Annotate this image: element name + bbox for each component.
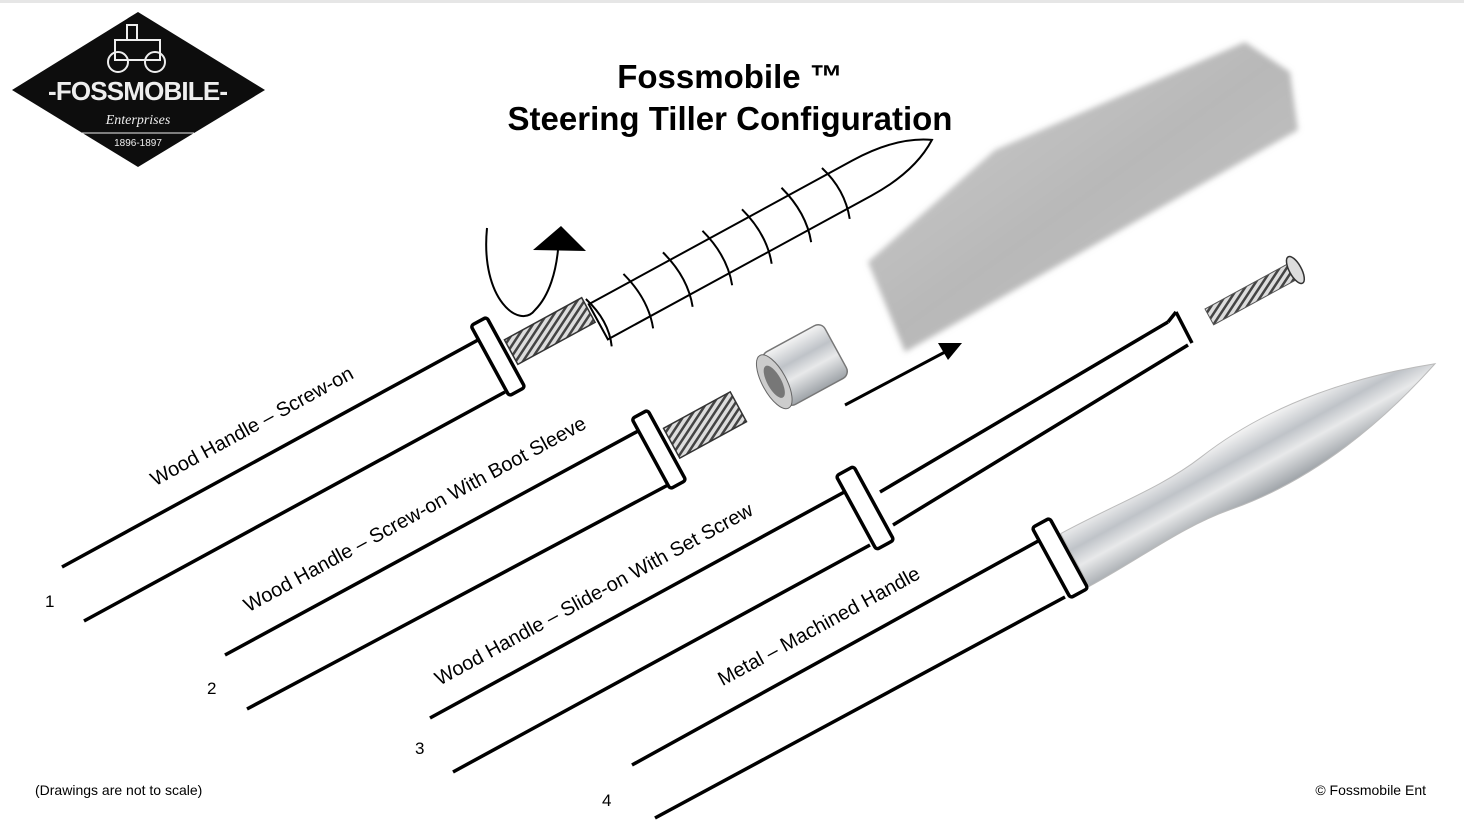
fossmobile-logo: -FOSSMOBILE- Enterprises 1896-1897 xyxy=(12,12,265,167)
set-screw xyxy=(1204,255,1306,326)
wood-screw xyxy=(585,138,934,347)
tiller-option-4 xyxy=(631,538,1066,820)
svg-text:Enterprises: Enterprises xyxy=(105,113,171,128)
metal-handle xyxy=(1059,363,1437,588)
metal-handle-collar xyxy=(1031,517,1089,599)
slide-arrow-icon xyxy=(844,343,962,407)
top-border xyxy=(0,0,1464,3)
title-line-2: Steering Tiller Configuration xyxy=(507,100,953,137)
option-3-number: 3 xyxy=(415,739,424,758)
tiller-option-3 xyxy=(429,310,1194,774)
tiller-option-1 xyxy=(61,296,597,623)
tiller-option-2 xyxy=(224,390,748,711)
option-3-label: Wood Handle – Slide-on With Set Screw xyxy=(431,499,757,690)
wood-handle xyxy=(868,42,1298,352)
option-4-number: 4 xyxy=(602,791,611,810)
rotate-arrow-icon xyxy=(485,226,586,317)
option-2-label: Wood Handle – Screw-on With Boot Sleeve xyxy=(240,413,590,617)
svg-text:1896-1897: 1896-1897 xyxy=(114,138,162,149)
copyright: © Fossmobile Ent xyxy=(1315,782,1426,798)
boot-sleeve xyxy=(755,324,848,410)
logo-name: -FOSSMOBILE- xyxy=(48,76,228,106)
option-4-label: Metal – Machined Handle xyxy=(714,563,924,691)
option-1-label: Wood Handle – Screw-on xyxy=(147,363,357,491)
title-line-1: Fossmobile ™ xyxy=(617,58,843,95)
scale-footnote: (Drawings are not to scale) xyxy=(35,782,203,798)
option-2-number: 2 xyxy=(207,679,216,698)
option-1-number: 1 xyxy=(45,592,54,611)
